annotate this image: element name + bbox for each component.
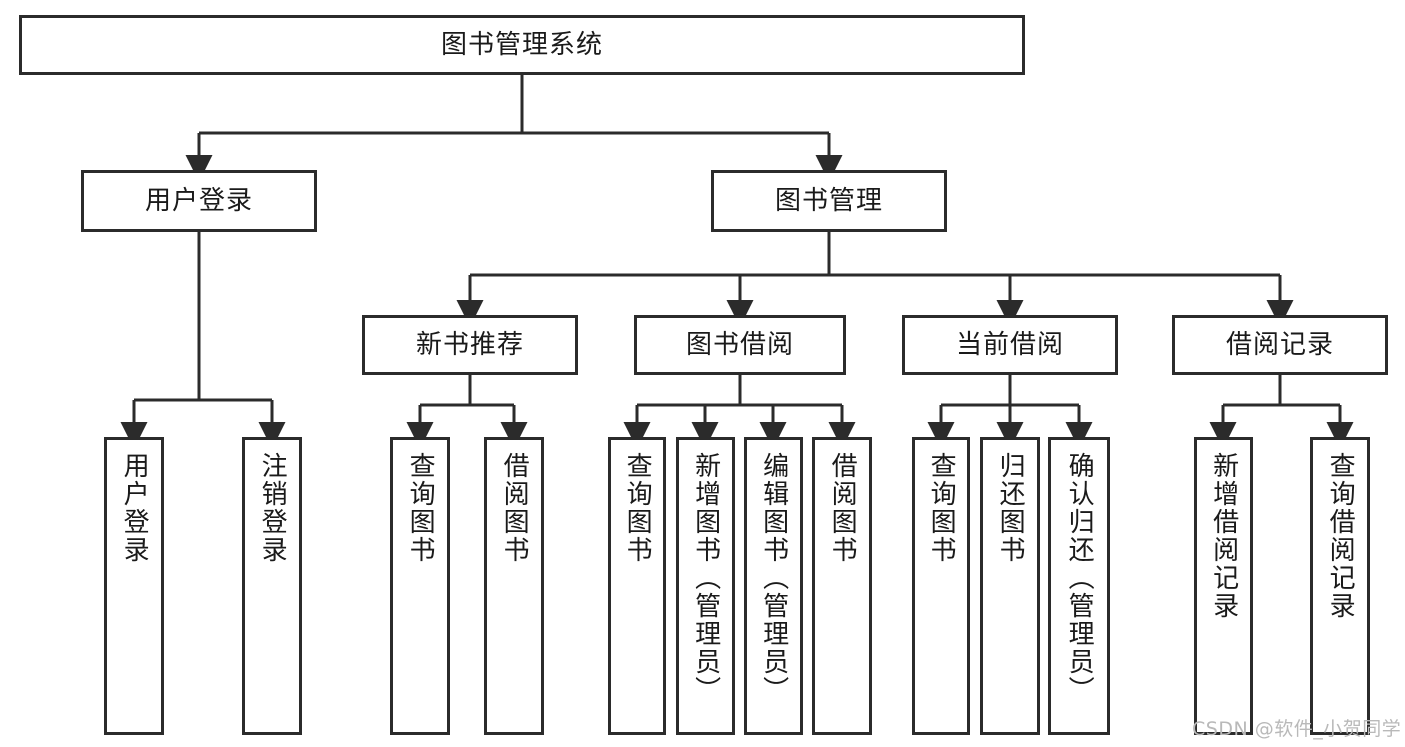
node-leaf-return-book[interactable]: 归还图书 bbox=[980, 437, 1040, 735]
node-leaf-query-book-1[interactable]: 查询图书 bbox=[390, 437, 450, 735]
node-leaf-add-record[interactable]: 新增借阅记录 bbox=[1194, 437, 1253, 735]
node-book-mgmt[interactable]: 图书管理 bbox=[711, 170, 947, 232]
csdn-watermark: CSDN @软件_小贺同学 bbox=[1192, 718, 1402, 740]
node-leaf-add-record-label: 新增借阅记录 bbox=[1208, 452, 1239, 620]
node-new-book-rec-label: 新书推荐 bbox=[415, 329, 524, 360]
node-leaf-user-login[interactable]: 用户登录 bbox=[104, 437, 164, 735]
node-leaf-user-login-label: 用户登录 bbox=[119, 452, 150, 564]
node-leaf-edit-book-label: 编辑图书（管理员） bbox=[758, 452, 789, 704]
node-leaf-borrow-book-2-label: 借阅图书 bbox=[827, 452, 858, 564]
node-leaf-query-record-label: 查询借阅记录 bbox=[1325, 452, 1356, 620]
node-current-borrow[interactable]: 当前借阅 bbox=[902, 315, 1118, 375]
node-root-label: 图书管理系统 bbox=[440, 29, 603, 60]
node-leaf-borrow-book-2[interactable]: 借阅图书 bbox=[812, 437, 872, 735]
node-leaf-edit-book[interactable]: 编辑图书（管理员） bbox=[744, 437, 803, 735]
node-current-borrow-label: 当前借阅 bbox=[955, 329, 1064, 360]
node-leaf-user-logout[interactable]: 注销登录 bbox=[242, 437, 302, 735]
node-book-borrow-label: 图书借阅 bbox=[685, 329, 794, 360]
node-new-book-rec[interactable]: 新书推荐 bbox=[362, 315, 578, 375]
node-borrow-record[interactable]: 借阅记录 bbox=[1172, 315, 1388, 375]
node-user-login-label: 用户登录 bbox=[144, 185, 253, 216]
node-leaf-add-book[interactable]: 新增图书（管理员） bbox=[676, 437, 735, 735]
node-leaf-borrow-book-1-label: 借阅图书 bbox=[499, 452, 530, 564]
node-book-mgmt-label: 图书管理 bbox=[774, 185, 883, 216]
node-leaf-query-book-3[interactable]: 查询图书 bbox=[912, 437, 970, 735]
node-leaf-query-book-2-label: 查询图书 bbox=[622, 452, 653, 564]
node-leaf-user-logout-label: 注销登录 bbox=[257, 452, 288, 564]
node-leaf-borrow-book-1[interactable]: 借阅图书 bbox=[484, 437, 544, 735]
node-leaf-query-record[interactable]: 查询借阅记录 bbox=[1310, 437, 1370, 735]
node-leaf-add-book-label: 新增图书（管理员） bbox=[690, 452, 721, 704]
node-book-borrow[interactable]: 图书借阅 bbox=[634, 315, 846, 375]
node-leaf-return-book-label: 归还图书 bbox=[995, 452, 1026, 564]
node-leaf-query-book-3-label: 查询图书 bbox=[926, 452, 957, 564]
node-root[interactable]: 图书管理系统 bbox=[19, 15, 1025, 75]
node-leaf-query-book-2[interactable]: 查询图书 bbox=[608, 437, 666, 735]
node-leaf-confirm-return[interactable]: 确认归还（管理员） bbox=[1048, 437, 1110, 735]
node-user-login[interactable]: 用户登录 bbox=[81, 170, 317, 232]
node-leaf-query-book-1-label: 查询图书 bbox=[405, 452, 436, 564]
node-borrow-record-label: 借阅记录 bbox=[1225, 329, 1334, 360]
node-leaf-confirm-return-label: 确认归还（管理员） bbox=[1064, 452, 1095, 704]
